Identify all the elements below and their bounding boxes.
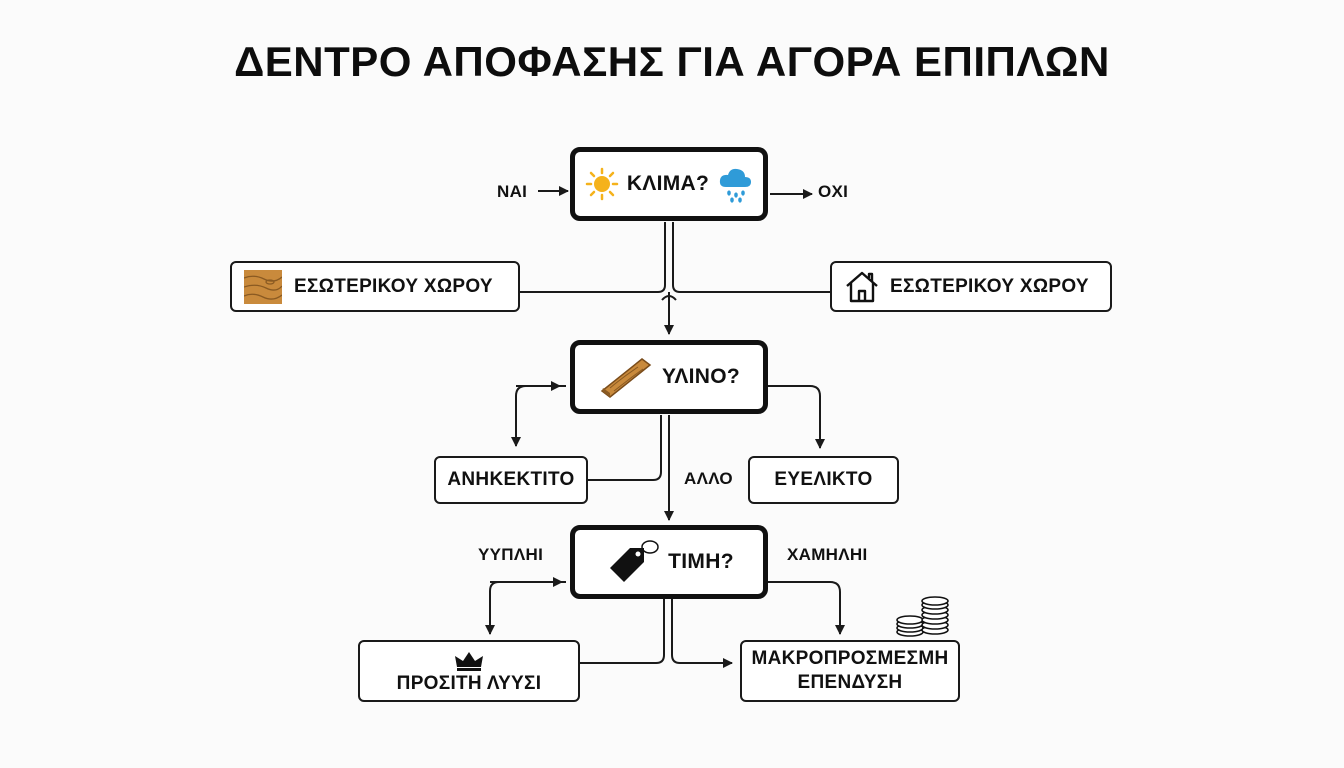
- crown-icon: [454, 650, 484, 672]
- decision-climate: ΚΛΙΜΑ?: [570, 147, 768, 221]
- label-other: ΑΛΛΟ: [684, 469, 733, 488]
- wood-plank-icon: [598, 355, 654, 399]
- label-no: ΟΧΙ: [818, 182, 849, 201]
- decision-climate-label: ΚΛΙΜΑ?: [626, 172, 710, 195]
- material-to-flexible-line: [768, 385, 825, 449]
- label-yes: ΝΑΙ: [497, 182, 528, 201]
- wood-texture-icon: [244, 269, 282, 304]
- coins-icon: [894, 596, 952, 643]
- label-low: ΧΑΜΗΛΗΙ: [787, 545, 868, 564]
- climate-to-material-line: [520, 222, 666, 293]
- house-icon: [844, 270, 880, 304]
- label-high: ΥΥΠΛΗΙ: [478, 545, 544, 564]
- outcome-interior-left-label: ΕΣΩΤΕΡΙΚΟΥ ΧΩΡΟΥ: [294, 275, 493, 297]
- outcome-durable-label: ΑΝΗΚΕΚΤΙΤΟ: [447, 469, 575, 490]
- outcome-affordable-label: ΠΡΟΣΙΤΗ ΛΥΥΣΙ: [396, 673, 542, 694]
- rain-cloud-icon: [717, 165, 753, 203]
- outcome-flexible: ΕΥΕΛΙΚΤΟ: [748, 456, 899, 504]
- material-to-durable-line: [511, 385, 566, 447]
- outcome-interior-left: ΕΣΩΤΕΡΙΚΟΥ ΧΩΡΟΥ: [230, 261, 520, 312]
- decision-material: ΥΛΙΝΟ?: [570, 340, 768, 414]
- outcome-flexible-label: ΕΥΕΛΙΚΤΟ: [774, 469, 873, 490]
- diagram-title: ΔΕΝΤΡΟ ΑΠΟΦΑΣΗΣ ΓΙΑ ΑΓΟΡΑ ΕΠΙΠΛΩΝ: [234, 38, 1110, 85]
- decision-material-label: ΥΛΙΝΟ?: [661, 365, 741, 388]
- outcome-investment: ΜΑΚΡΟΠΡΟΣΜΕΣΜΗ ΕΠΕΝΔΥΣΗ: [740, 640, 960, 702]
- price-to-affordable-line: [485, 581, 566, 635]
- outcome-investment-line2: ΕΠΕΝΔΥΣΗ: [797, 672, 903, 693]
- price-tag-icon: [604, 538, 660, 586]
- sun-icon: [585, 167, 619, 201]
- outcome-durable: ΑΝΗΚΕΚΤΙΤΟ: [434, 456, 588, 504]
- outcome-investment-line1: ΜΑΚΡΟΠΡΟΣΜΕΣΜΗ: [751, 648, 949, 669]
- price-to-investment-line: [768, 581, 845, 635]
- outcome-interior-right: ΕΣΩΤΕΡΙΚΟΥ ΧΩΡΟΥ: [830, 261, 1112, 312]
- decision-price: ΤΙΜΗ?: [570, 525, 768, 599]
- decision-price-label: ΤΙΜΗ?: [668, 550, 734, 573]
- outcome-interior-right-label: ΕΣΩΤΕΡΙΚΟΥ ΧΩΡΟΥ: [890, 275, 1089, 297]
- outcome-affordable: ΠΡΟΣΙΤΗ ΛΥΥΣΙ: [358, 640, 580, 702]
